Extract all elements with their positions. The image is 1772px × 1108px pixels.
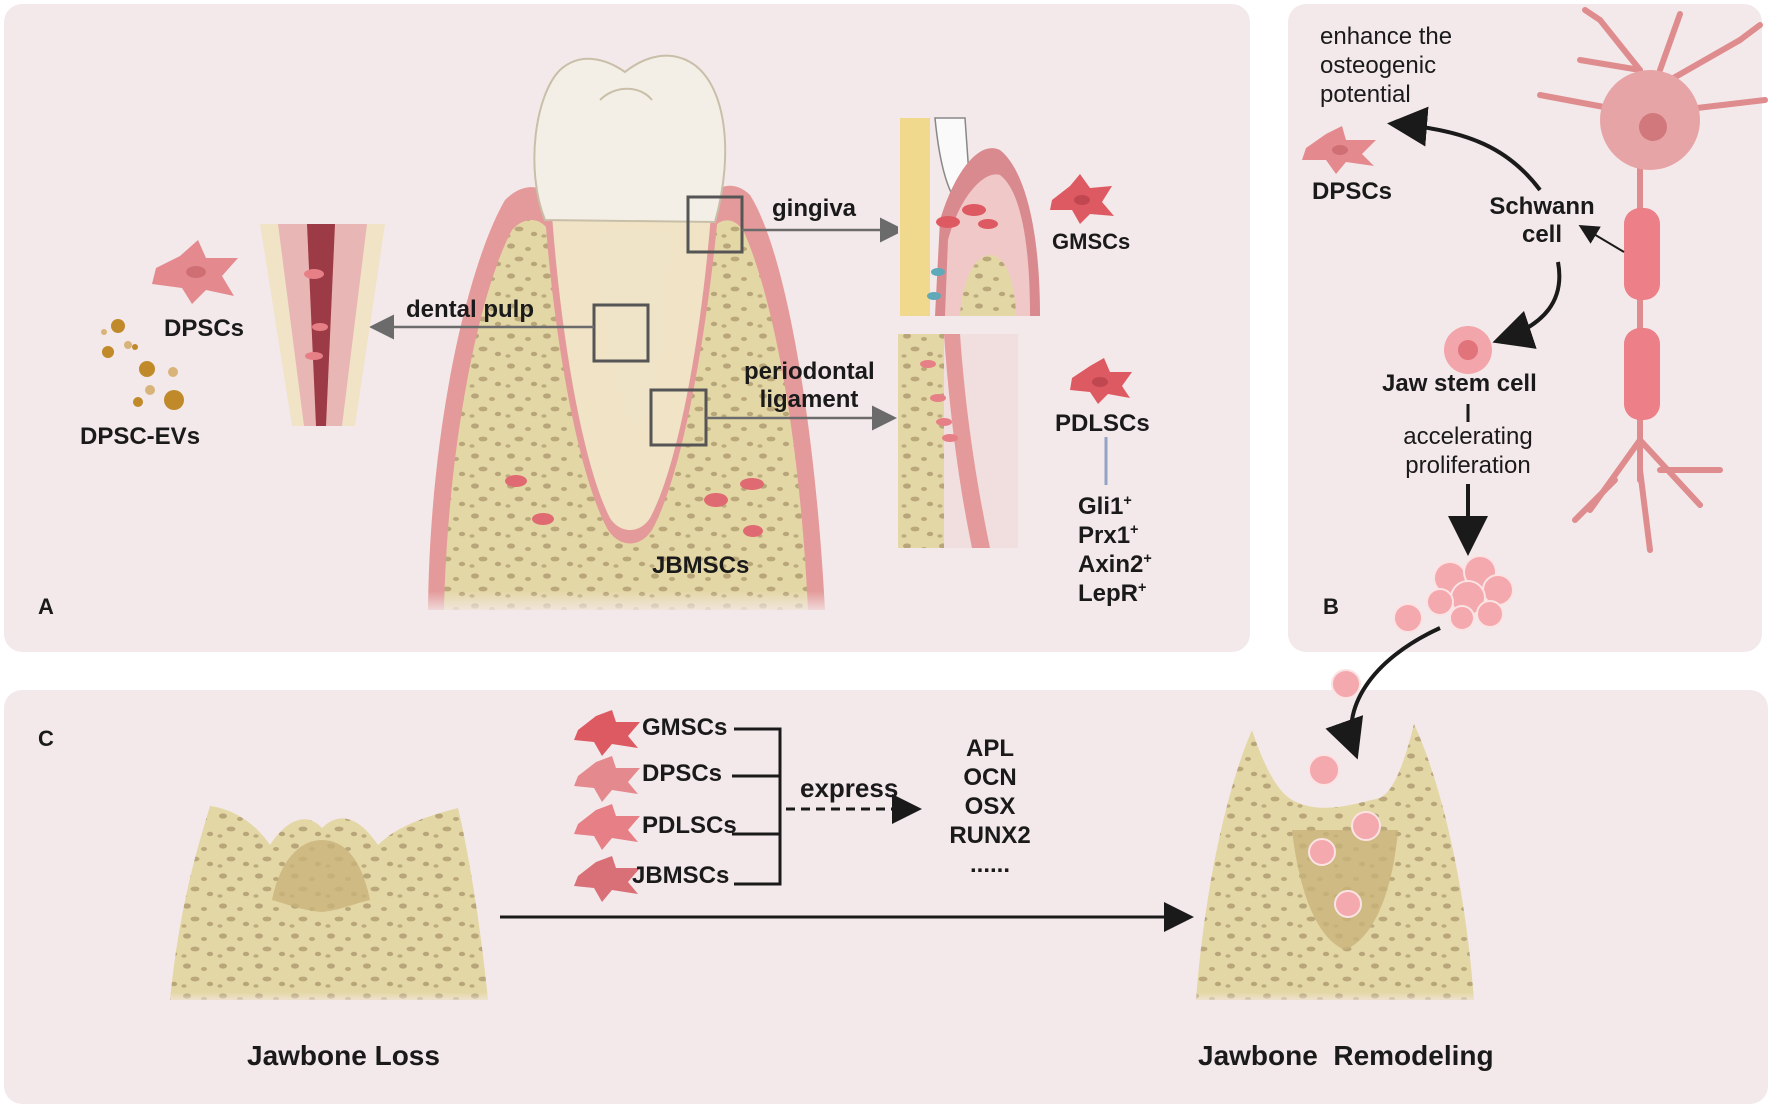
schwann-cell-label: Schwann cell xyxy=(1480,193,1604,249)
schwann-to-dpsc-arrow xyxy=(1387,106,1542,192)
accelerating-proliferation-label: accelerating proliferation xyxy=(1378,422,1558,480)
jawbone-remodeling-illustration xyxy=(1186,724,1486,1005)
marker-sup: + xyxy=(1130,522,1139,538)
cells-bracket xyxy=(732,727,782,886)
schwann-line1: Schwann xyxy=(1489,193,1595,220)
marker-item: Axin2+ xyxy=(1078,550,1152,579)
express-label: express xyxy=(800,773,899,803)
marker-name: Prx1 xyxy=(1078,522,1131,549)
jaw-stem-cell-icon xyxy=(1444,326,1492,374)
dpsc-cell-icon xyxy=(152,240,238,304)
enhance-line3: potential xyxy=(1320,81,1411,108)
pdlsc-markers-list: Gli1+Prx1+Axin2+LepR+ xyxy=(1078,492,1152,608)
jbmscs-label: JBMSCs xyxy=(652,552,750,579)
gene-ellipsis: ...... xyxy=(969,851,1010,878)
marker-name: Gli1 xyxy=(1078,493,1124,520)
jbmsc-icon-c xyxy=(574,856,640,902)
dpsc-cell-icon-b xyxy=(1302,126,1376,174)
gene-apl: APL xyxy=(966,735,1014,762)
periodontal-ligament-label: periodontal ligament xyxy=(744,358,875,413)
marker-sup: + xyxy=(1123,493,1132,509)
periodontal-line1: periodontal xyxy=(744,358,875,385)
enhance-osteogenic-label: enhance the osteogenic potential xyxy=(1320,22,1452,109)
schwann-to-jaw-stem-arrow xyxy=(1492,261,1562,349)
dpscs-label: DPSCs xyxy=(164,315,245,342)
enhance-line2: osteogenic xyxy=(1320,52,1437,79)
gmsc-icon-c xyxy=(574,710,640,756)
gingiva-closeup-illustration xyxy=(898,117,1040,316)
gmsc-cell-icon xyxy=(1050,174,1114,224)
gene-osx: OSX xyxy=(964,793,1016,820)
gene-list: APL OCN OSX RUNX2 ...... xyxy=(930,734,1050,879)
gene-runx2: RUNX2 xyxy=(949,822,1031,849)
marker-name: LepR xyxy=(1078,580,1138,607)
marker-sup: + xyxy=(1138,580,1147,596)
gingiva-box xyxy=(686,195,744,254)
periodontal-closeup-illustration xyxy=(898,334,1018,548)
marker-sup: + xyxy=(1143,551,1152,567)
marker-name: Axin2 xyxy=(1078,551,1144,578)
dpsc-evs-icon xyxy=(101,319,184,410)
myelin-sheath xyxy=(1624,328,1660,420)
dpsc-icon-c xyxy=(574,756,640,802)
panel-c-letter: C xyxy=(38,726,54,751)
cell-label-pdlscs: PDLSCs xyxy=(642,812,737,839)
gingiva-label: gingiva xyxy=(772,195,857,222)
jawbone-remodeling-label: Jawbone Remodeling xyxy=(1198,1040,1494,1071)
dental-pulp-box xyxy=(592,303,650,363)
cell-label-gmscs: GMSCs xyxy=(642,714,728,741)
gene-ocn: OCN xyxy=(963,764,1017,791)
accelerating-line1: accelerating xyxy=(1403,423,1533,450)
dpscs-label-b: DPSCs xyxy=(1312,178,1393,205)
myelin-sheath xyxy=(1624,208,1660,300)
cell-label-jbmscs: JBMSCs xyxy=(632,862,730,889)
pdlsc-cell-icon xyxy=(1070,358,1132,404)
neuron-illustration xyxy=(1537,7,1768,553)
pdlscs-label: PDLSCs xyxy=(1055,410,1150,437)
periodontal-line2: ligament xyxy=(759,385,859,413)
cluster-to-jawbone-arrow xyxy=(1325,626,1441,760)
accelerating-line2: proliferation xyxy=(1405,452,1531,479)
gmscs-label: GMSCs xyxy=(1052,229,1131,254)
jawbone-loss-illustration xyxy=(160,806,500,1005)
schwann-line2: cell xyxy=(1521,221,1563,248)
panel-a-letter: A xyxy=(38,594,54,619)
root-section-illustration xyxy=(260,224,385,426)
tooth-illustration xyxy=(420,54,840,615)
dpsc-evs-label: DPSC-EVs xyxy=(80,423,201,450)
cell-label-dpscs: DPSCs xyxy=(642,760,723,787)
proliferating-cluster-icon xyxy=(1331,555,1514,699)
pdlsc-icon-c xyxy=(574,804,640,850)
jaw-stem-cell-label: Jaw stem cell xyxy=(1382,370,1537,397)
panel-b-letter: B xyxy=(1323,594,1339,619)
marker-item: Prx1+ xyxy=(1078,521,1152,550)
enhance-line1: enhance the xyxy=(1320,23,1453,50)
neuron-nucleus xyxy=(1639,113,1667,141)
jawbone-loss-label: Jawbone Loss xyxy=(247,1040,440,1071)
marker-item: Gli1+ xyxy=(1078,492,1152,521)
marker-item: LepR+ xyxy=(1078,579,1152,608)
dental-pulp-label: dental pulp xyxy=(406,296,534,323)
neuron-to-schwann-arrow xyxy=(1578,224,1625,253)
